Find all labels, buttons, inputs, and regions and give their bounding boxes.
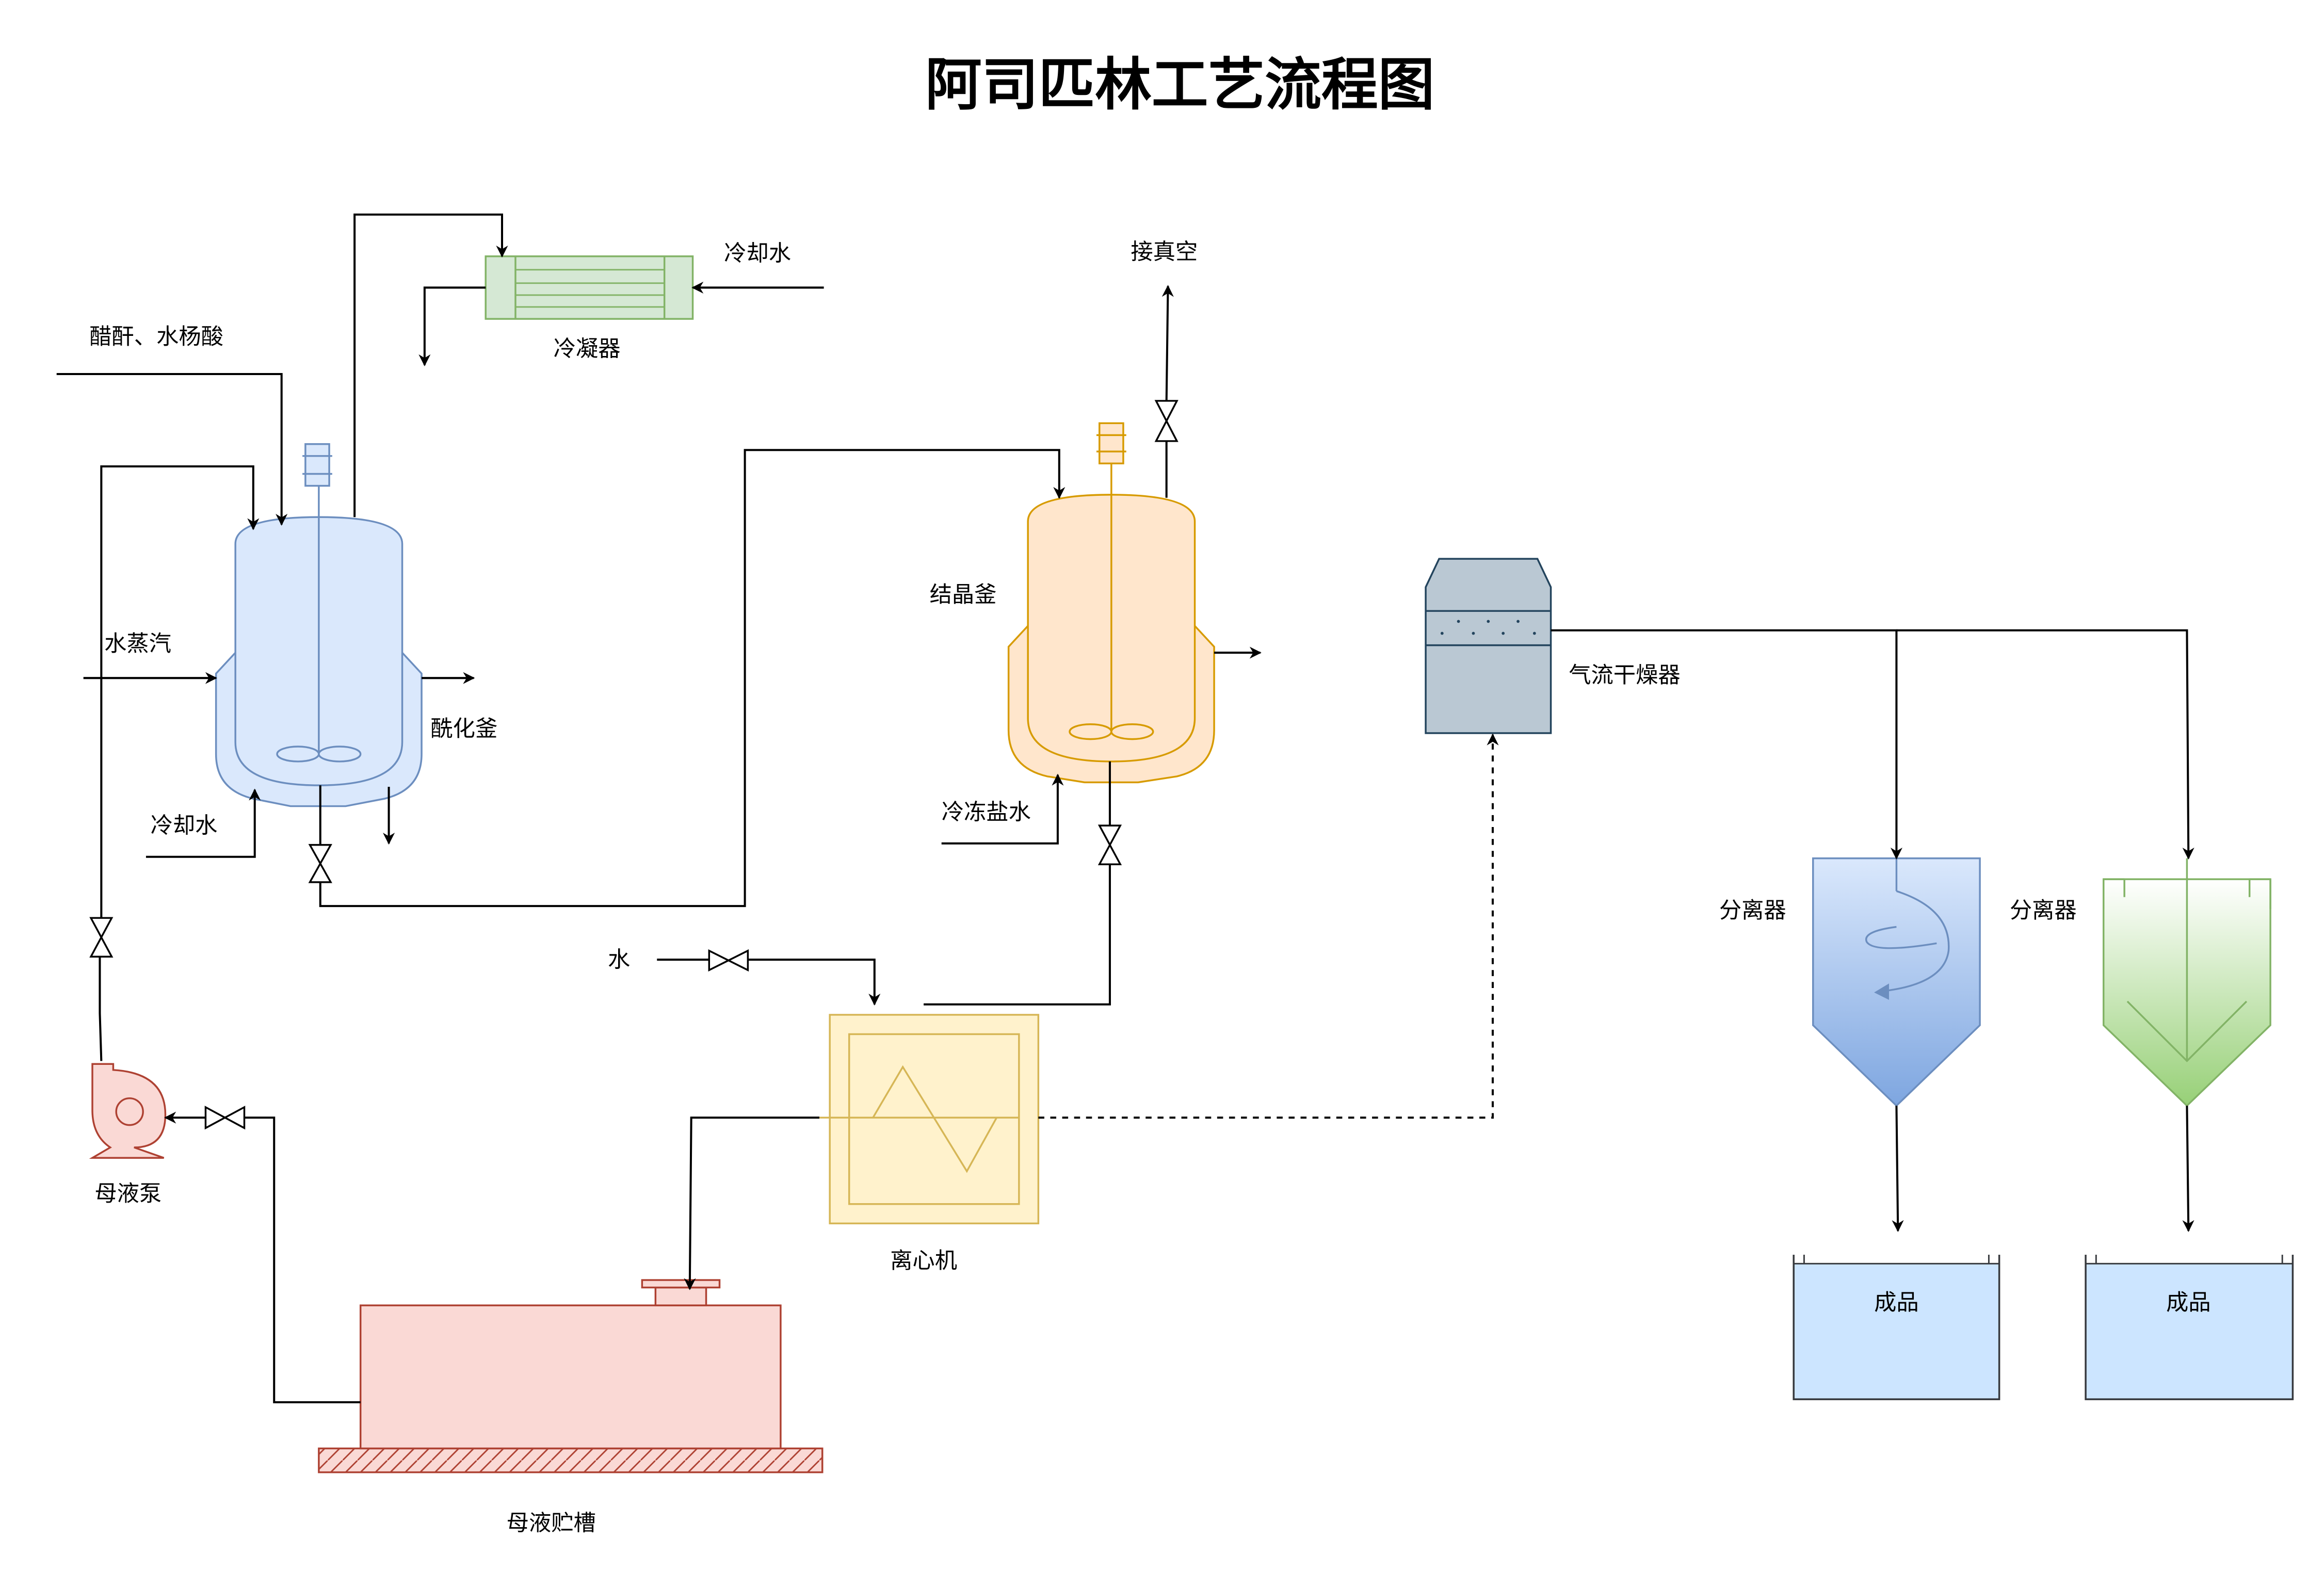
water-valve[interactable] <box>708 949 749 972</box>
reactor-bottom-valve[interactable] <box>308 844 332 883</box>
separator-2-label: 分离器 <box>2010 898 2077 924</box>
mother-liquor-tank <box>318 1279 824 1473</box>
acylation-reactor-label: 酰化釜 <box>430 716 497 742</box>
product-2-label: 成品 <box>2166 1290 2211 1316</box>
flow-lines <box>56 213 2194 1403</box>
vacuum-valve[interactable] <box>1154 400 1179 442</box>
crystallizer-label: 结晶釜 <box>930 582 997 608</box>
air-dryer <box>1425 558 1552 734</box>
vacuum-stream-label: 接真空 <box>1131 239 1198 265</box>
crystallizer <box>1007 422 1215 784</box>
condenser <box>485 255 694 320</box>
chilled-brine-label: 冷冻盐水 <box>942 800 1031 825</box>
pump-discharge-valve[interactable] <box>89 917 114 958</box>
separator-1-label: 分离器 <box>1719 898 1786 924</box>
reactor-cooling-water-label: 冷却水 <box>151 813 218 839</box>
mother-liquor-pump <box>89 1063 167 1159</box>
feed-stream-label: 醋酐、水杨酸 <box>89 324 223 350</box>
condenser-cooling-water-label: 冷却水 <box>724 240 791 266</box>
product-tank-2 <box>2085 1254 2294 1400</box>
centrifuge <box>819 1014 1040 1225</box>
steam-stream-label: 水蒸汽 <box>104 631 171 657</box>
product-tank-1 <box>1793 1254 2000 1400</box>
separator-cyclone <box>1812 857 1981 1107</box>
acylation-reactor <box>215 443 423 807</box>
crystallizer-bottom-valve[interactable] <box>1098 824 1122 865</box>
pump-suction-valve[interactable] <box>204 1106 246 1130</box>
page-title: 阿司匹林工艺流程图 <box>925 52 1434 118</box>
water-stream-label: 水 <box>608 947 630 973</box>
air-dryer-label: 气流干燥器 <box>1569 662 1680 688</box>
centrifuge-label: 离心机 <box>890 1248 957 1274</box>
condenser-label: 冷凝器 <box>554 336 621 362</box>
separator-settler <box>2102 858 2271 1107</box>
product-1-label: 成品 <box>1874 1290 1919 1316</box>
mother-liquor-pump-label: 母液泵 <box>94 1181 162 1207</box>
mother-liquor-tank-label: 母液贮槽 <box>507 1510 596 1536</box>
